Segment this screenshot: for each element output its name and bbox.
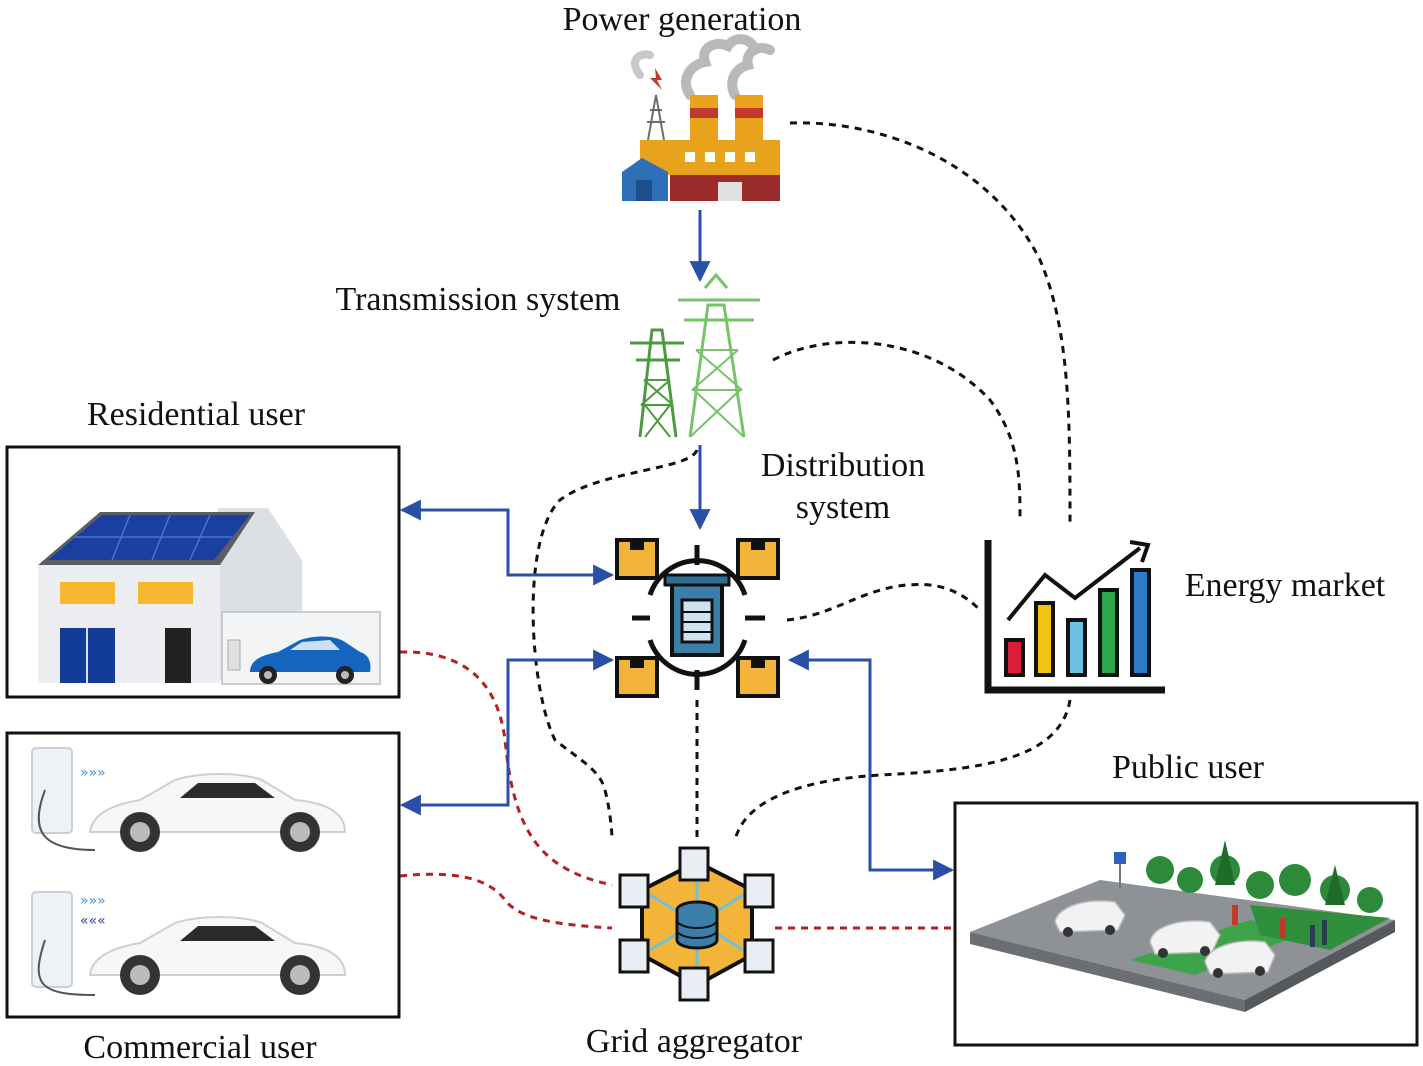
arrow-distribution-public (787, 649, 955, 881)
label-public-user: Public user (1112, 749, 1265, 786)
label-grid-aggregator: Grid aggregator (586, 1023, 803, 1060)
label-distribution-line1: Distribution (761, 447, 925, 484)
link-commercial-aggregator (399, 872, 613, 930)
label-residential-user: Residential user (87, 396, 306, 433)
warehouse-hub-icon (615, 538, 780, 698)
label-commercial-user: Commercial user (83, 1029, 317, 1066)
arrow-distribution-residential (399, 499, 615, 586)
link-distribution-market (786, 583, 982, 622)
database-hub-icon (618, 846, 775, 1002)
svg-text:»»»: »»» (80, 893, 106, 909)
label-power-generation: Power generation (563, 1, 802, 38)
power-tower-icon (630, 272, 760, 438)
label-transmission-system: Transmission system (336, 281, 621, 318)
label-distribution-line2: system (796, 489, 890, 526)
label-energy-market: Energy market (1185, 567, 1386, 604)
aggregator-links (399, 650, 953, 930)
svg-text:»»»: »»» (80, 765, 106, 781)
power-flow-arrows (399, 210, 955, 881)
link-plant-market (789, 121, 1072, 526)
bar-chart-rising-icon (984, 540, 1165, 694)
parking-lot-ev-icon (970, 840, 1395, 1012)
arrow-distribution-commercial (399, 649, 615, 816)
link-residential-aggregator (399, 650, 613, 887)
svg-text:«««: ««« (80, 913, 106, 929)
link-transmission-market (772, 340, 1022, 521)
factory-icon (622, 34, 780, 201)
solar-house-ev-icon (38, 508, 381, 685)
ev-charging-cars-icon: »»» »»» ««« (31, 747, 347, 996)
